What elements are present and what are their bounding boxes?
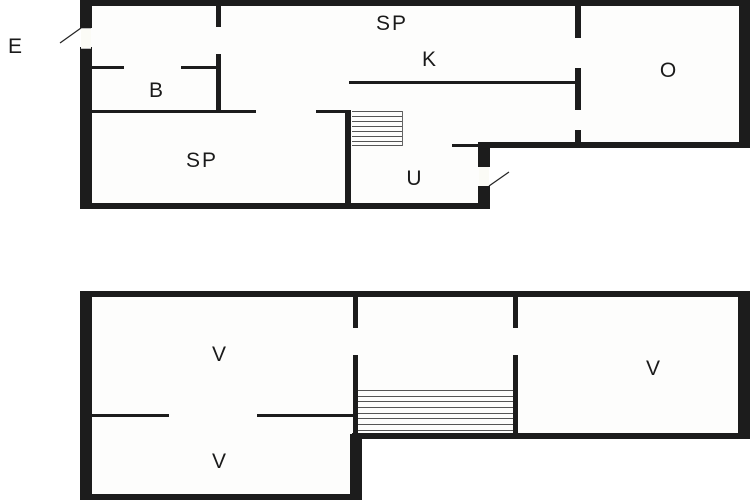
wall-o-left-1 [575, 4, 581, 38]
wall-left-upper [80, 0, 92, 28]
wall-hall-right-lower [513, 355, 518, 435]
floor-fill [88, 144, 484, 206]
room-label-v-right: V [645, 357, 663, 380]
room-label-v-bottom-left: V [211, 450, 229, 473]
wall-left [80, 291, 92, 500]
wall-top [80, 291, 750, 297]
room-label-k: K [421, 48, 439, 71]
staircase-upper [358, 390, 513, 433]
wall-top [80, 0, 750, 6]
wall-u-top [452, 144, 482, 147]
room-label-v-top-left: V [211, 343, 229, 366]
wall-u-right-lower [478, 186, 490, 209]
entrance-door-swing-icon [59, 27, 82, 44]
utility-door[interactable] [479, 167, 489, 186]
utility-door-swing-icon [488, 171, 510, 187]
room-label-sp-top: SP [375, 12, 409, 35]
wall-right [739, 0, 750, 148]
wall-bottom-right [352, 433, 750, 439]
wall-hall-right-upper [513, 296, 518, 328]
wall-o-left-3 [575, 130, 581, 144]
floor-fill [88, 4, 742, 144]
wall-right [738, 291, 750, 439]
floor-fill [92, 296, 741, 434]
room-label-sp-left: SP [185, 149, 219, 172]
room-label-b: B [148, 79, 166, 102]
wall-v-divider-right [257, 414, 353, 417]
wall-sp-top [92, 110, 256, 113]
wall-lower-right [350, 434, 362, 500]
floor-fill [92, 434, 356, 494]
wall-b-right-upper [216, 4, 221, 27]
wall-sp-right [345, 110, 351, 207]
wall-v-divider-left [92, 414, 169, 417]
room-label-u: U [406, 167, 424, 190]
wall-o-left-2 [575, 68, 581, 110]
staircase-ground [352, 111, 403, 146]
wall-b-right-lower [216, 54, 221, 112]
wall-bottom-left [80, 494, 362, 500]
wall-k-bottom [349, 81, 579, 84]
wall-bottom [80, 203, 490, 209]
wall-hall-stub [316, 110, 350, 113]
wall-b-top-left [92, 66, 124, 69]
label-entrance: E [7, 35, 25, 58]
room-label-o: O [659, 59, 679, 82]
wall-hall-left-upper [353, 296, 358, 328]
wall-hall-left-lower [353, 355, 358, 435]
wall-step [478, 142, 750, 148]
entrance-door[interactable] [81, 28, 91, 49]
wall-b-top-right [181, 66, 218, 69]
wall-left-lower [80, 47, 92, 209]
wall-u-right-upper [478, 142, 490, 167]
